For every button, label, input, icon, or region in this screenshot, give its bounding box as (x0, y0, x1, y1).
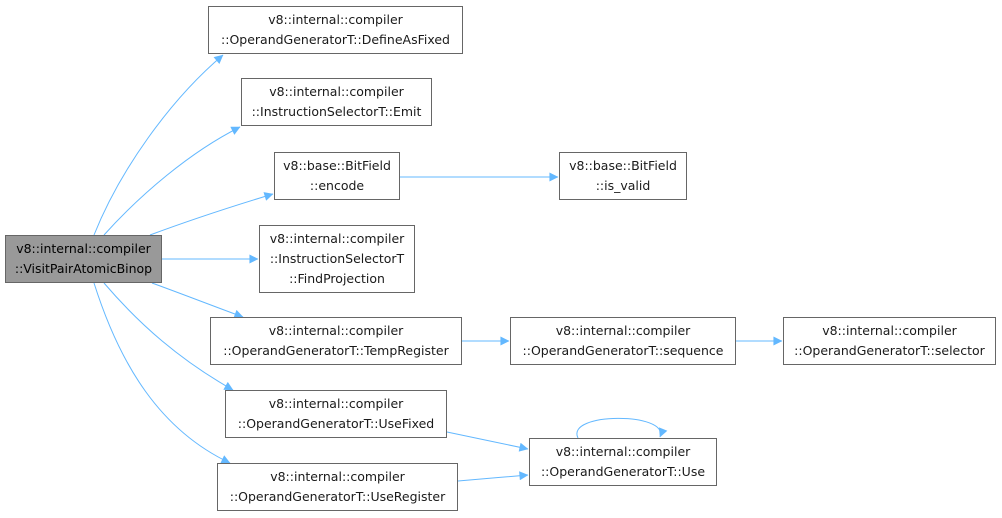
edge-root-to-emit (103, 126, 241, 236)
edge-root-to-temp-register (151, 282, 244, 319)
node-line: ::InstructionSelectorT (269, 251, 405, 266)
edge-root-to-encode (149, 192, 274, 236)
node-line: v8::base::BitField (569, 158, 677, 173)
node-line: v8::base::BitField (283, 158, 391, 173)
node-line: ::OperandGeneratorT::Use (540, 464, 706, 479)
node-line: ::OperandGeneratorT::UseFixed (237, 416, 435, 431)
node-line: v8::internal::compiler (268, 323, 404, 338)
node-temp-register[interactable]: v8::internal::compiler ::OperandGenerato… (210, 317, 462, 365)
node-is-valid[interactable]: v8::base::BitField ::is_valid (559, 152, 687, 200)
edge-root-to-use-fixed (103, 282, 234, 391)
node-line: ::OperandGeneratorT::TempRegister (223, 343, 449, 358)
node-line: ::is_valid (595, 178, 651, 193)
edge-use-register-to-use (457, 471, 529, 482)
node-line: v8::internal::compiler (268, 12, 403, 27)
node-line: ::VisitPairAtomicBinop (14, 261, 153, 276)
edge-root-to-use-register (93, 282, 231, 464)
node-line: ::FindProjection (289, 271, 385, 286)
node-line: v8::internal::compiler (268, 396, 404, 411)
edge-use-to-use (576, 417, 668, 439)
node-emit[interactable]: v8::internal::compiler ::InstructionSele… (241, 78, 432, 126)
node-use[interactable]: v8::internal::compiler ::OperandGenerato… (529, 438, 717, 486)
node-line: v8::internal::compiler (555, 323, 691, 338)
node-define-as-fixed[interactable]: v8::internal::compiler ::OperandGenerato… (208, 6, 463, 54)
node-line: v8::internal::compiler (16, 241, 151, 256)
node-line: v8::internal::compiler (269, 84, 404, 99)
node-find-projection[interactable]: v8::internal::compiler ::InstructionSele… (259, 225, 415, 293)
node-line: ::OperandGeneratorT::UseRegister (229, 489, 446, 504)
node-use-register[interactable]: v8::internal::compiler ::OperandGenerato… (217, 463, 458, 511)
node-encode[interactable]: v8::base::BitField ::encode (274, 152, 400, 200)
edge-root-to-define-as-fixed (93, 54, 224, 236)
node-line: ::InstructionSelectorT::Emit (251, 104, 422, 119)
node-root: v8::internal::compiler ::VisitPairAtomic… (5, 235, 162, 283)
node-line: v8::internal::compiler (822, 323, 957, 338)
node-sequence[interactable]: v8::internal::compiler ::OperandGenerato… (510, 317, 736, 365)
node-use-fixed[interactable]: v8::internal::compiler ::OperandGenerato… (225, 390, 447, 438)
node-selector[interactable]: v8::internal::compiler ::OperandGenerato… (783, 317, 996, 365)
node-line: v8::internal::compiler (269, 231, 405, 246)
node-line: ::OperandGeneratorT::selector (794, 343, 985, 358)
node-line: ::OperandGeneratorT::sequence (522, 343, 724, 358)
node-line: v8::internal::compiler (270, 469, 405, 484)
node-line: ::OperandGeneratorT::DefineAsFixed (221, 32, 450, 47)
edge-use-fixed-to-use (446, 431, 529, 452)
node-line: v8::internal::compiler (555, 444, 691, 459)
node-line: ::encode (309, 178, 365, 193)
